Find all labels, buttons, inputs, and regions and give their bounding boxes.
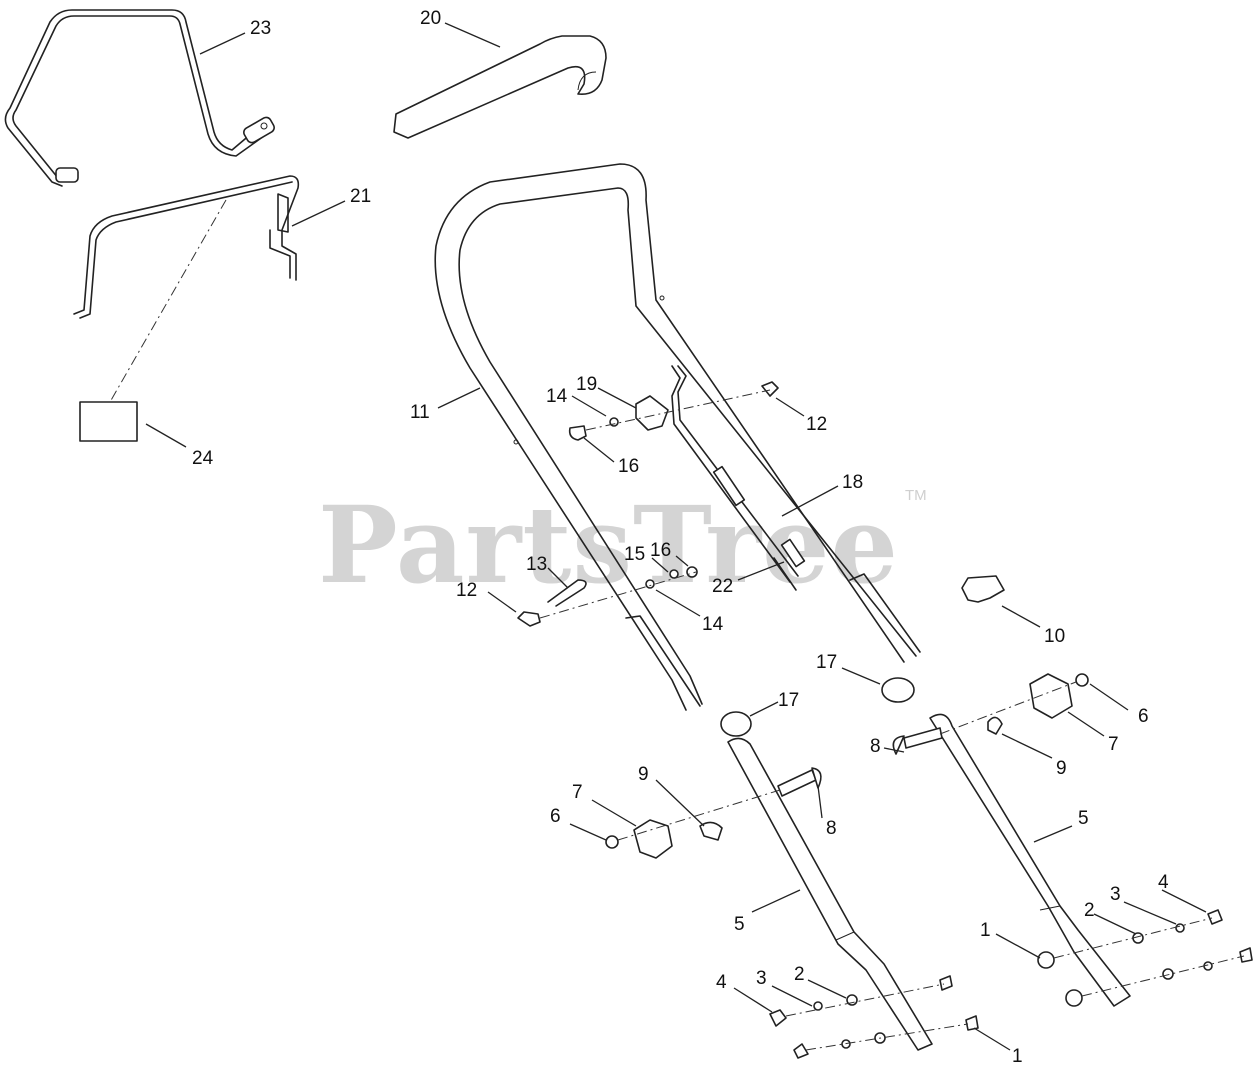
decal-centerline: [109, 199, 227, 403]
part-18-cable[interactable]: [671, 365, 806, 591]
part-12-bolt-lower[interactable]: [517, 611, 541, 627]
part-21-wire[interactable]: [73, 175, 300, 319]
callout-18: 18: [842, 472, 863, 493]
watermark-logo: PartsTree: [318, 482, 899, 607]
callout-4-right: 4: [1158, 872, 1169, 893]
callout-3-right: 3: [1110, 884, 1121, 905]
part-13-cotter-pin[interactable]: [547, 579, 587, 607]
callout-9-right: 9: [1056, 758, 1067, 779]
upper-bolt-axis: [585, 389, 771, 431]
callout-19: 19: [576, 374, 597, 395]
callout-17-right: 17: [816, 652, 837, 673]
callout-13: 13: [526, 554, 547, 575]
part-24-decal[interactable]: [79, 401, 138, 442]
part-11-upper-handle[interactable]: [434, 163, 921, 711]
left-bolt-axis: [617, 789, 781, 841]
part-9-washer-left[interactable]: [699, 821, 723, 841]
part-19-clip[interactable]: [635, 395, 669, 431]
part-8-bolt-left[interactable]: [777, 767, 822, 797]
lower-bolt-axis: [539, 571, 697, 619]
callout-10: 10: [1044, 626, 1065, 647]
callout-6-right: 6: [1138, 706, 1149, 727]
callout-9-left: 9: [638, 764, 649, 785]
part-15-washer[interactable]: [669, 569, 679, 579]
part-16-nut-lower[interactable]: [686, 566, 698, 578]
part-9-washer-right[interactable]: [987, 716, 1003, 735]
part-7-knob-left[interactable]: [633, 819, 673, 859]
callout-11: 11: [410, 402, 430, 423]
part-8-bolt-right[interactable]: [892, 727, 943, 755]
callout-14-lower: 14: [702, 614, 724, 635]
right-bolt-axis: [939, 681, 1077, 735]
part-5-tube-left[interactable]: [727, 737, 933, 1051]
callout-16-lower: 16: [650, 540, 671, 561]
callout-14-upper: 14: [546, 386, 568, 407]
callout-3-left: 3: [756, 968, 767, 989]
part-6-nut-right[interactable]: [1075, 673, 1089, 687]
leader-lines: [145, 22, 1207, 1051]
callout-4-left: 4: [716, 972, 727, 993]
callout-21: 21: [350, 186, 371, 207]
grip-end-shading: [577, 71, 597, 91]
part-10-clip[interactable]: [961, 575, 1005, 603]
part-17-cap-left[interactable]: [720, 711, 752, 737]
callout-2-left: 2: [794, 964, 805, 985]
callout-7-right: 7: [1108, 734, 1119, 755]
callout-12-upper: 12: [806, 414, 827, 435]
hardware-left-bottom[interactable]: [769, 975, 979, 1059]
callout-12-lower: 12: [456, 580, 477, 601]
callout-6-left: 6: [550, 806, 561, 827]
watermark-trademark: TM: [905, 487, 927, 504]
part-20-grip[interactable]: [393, 35, 607, 139]
callout-7-left: 7: [572, 782, 583, 803]
part-17-cap-right[interactable]: [881, 677, 915, 703]
callout-16-upper: 16: [618, 456, 639, 477]
part-14-washer-lower[interactable]: [645, 579, 655, 589]
callout-17-left: 17: [778, 690, 799, 711]
part-16-cap-upper[interactable]: [568, 425, 587, 441]
callout-2-right: 2: [1084, 900, 1095, 921]
callout-8-left: 8: [826, 818, 837, 839]
callout-1-left: 1: [1012, 1046, 1023, 1067]
callout-5-right: 5: [1078, 808, 1089, 829]
callout-1-right: 1: [980, 920, 991, 941]
callout-22: 22: [712, 576, 733, 597]
callout-24: 24: [192, 448, 214, 469]
callout-20: 20: [420, 8, 441, 29]
part-12-bolt-upper[interactable]: [761, 381, 779, 397]
part-23-bail[interactable]: [4, 9, 276, 187]
part-6-nut-left[interactable]: [605, 835, 619, 849]
callout-5-left: 5: [734, 914, 745, 935]
callout-8-right: 8: [870, 736, 881, 757]
callout-23: 23: [250, 18, 271, 39]
part-5-tube-right[interactable]: [929, 713, 1131, 1007]
hardware-right-bottom[interactable]: [1037, 909, 1253, 1007]
callout-labels: 23 20 21 24 11 19 14 12 16 18 22 13 15 1…: [192, 8, 1169, 1067]
part-7-knob-right[interactable]: [1029, 673, 1073, 719]
callout-15: 15: [624, 544, 645, 565]
